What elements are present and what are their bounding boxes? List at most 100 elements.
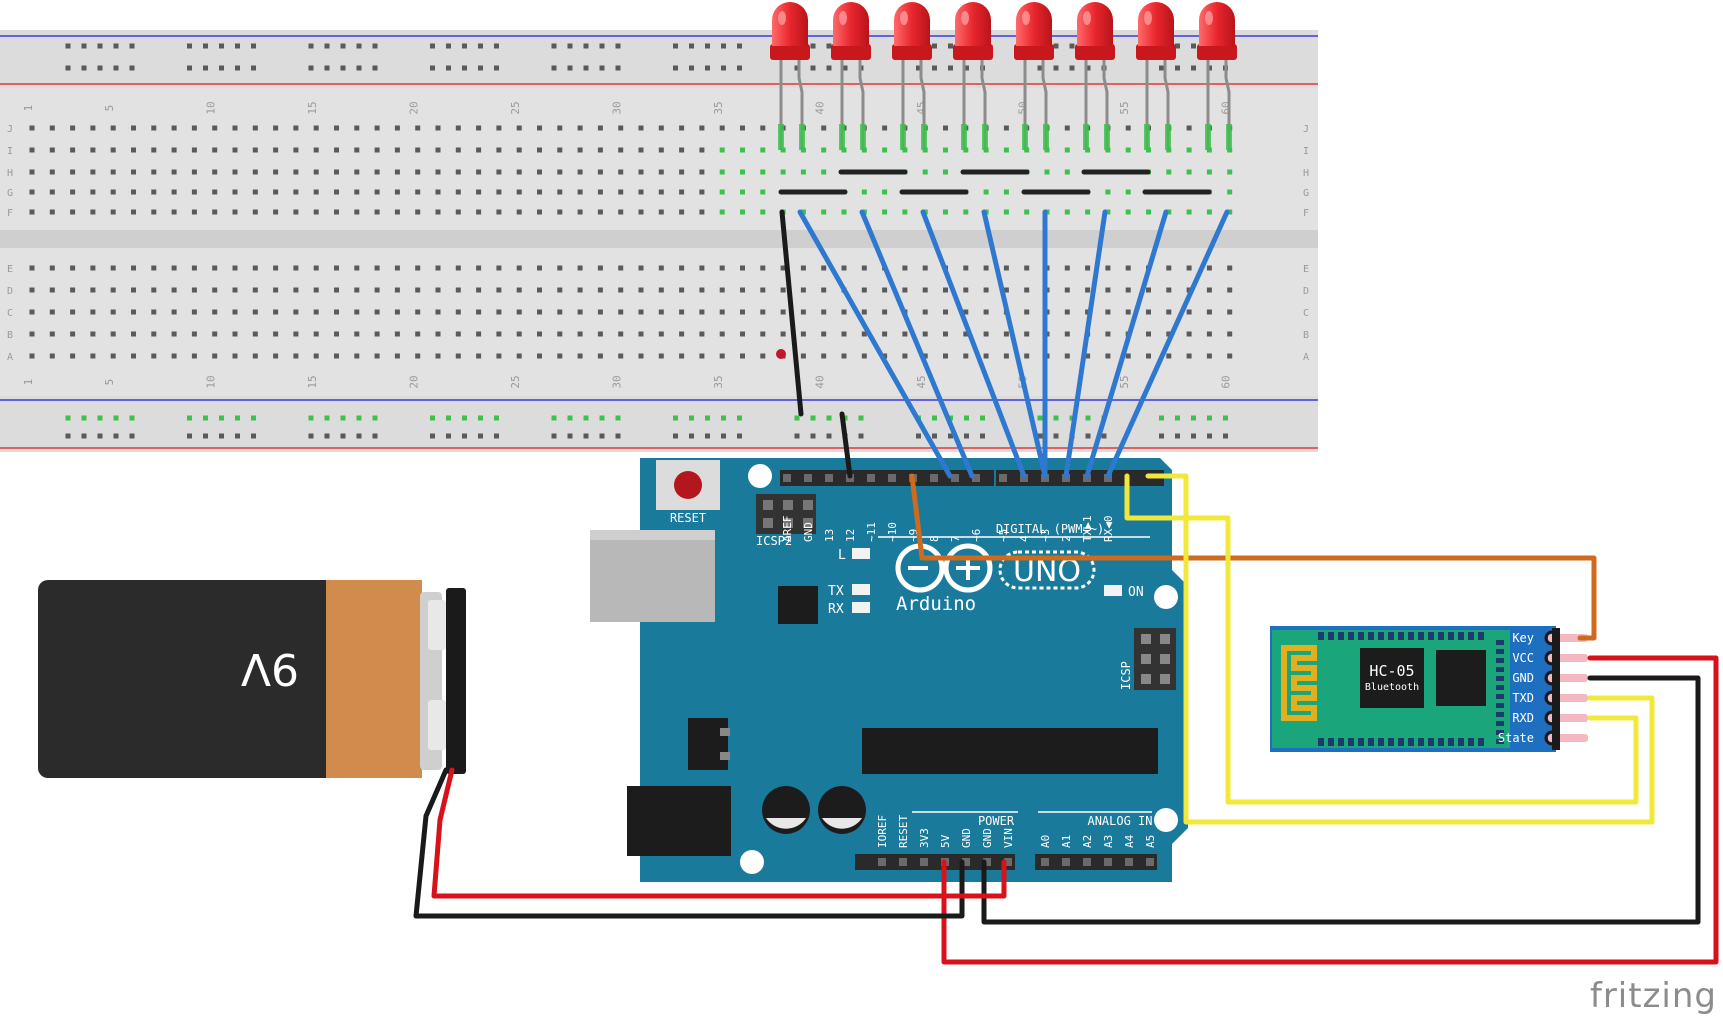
breadboard-hole — [1186, 353, 1192, 359]
module-pad — [1496, 667, 1504, 672]
breadboard-hole — [537, 331, 542, 337]
breadboard-hole — [618, 125, 624, 131]
rail-hole — [567, 415, 573, 421]
breadboard-hole — [861, 331, 867, 337]
rail-hole — [1191, 433, 1196, 439]
wire-yellow-rx — [1145, 473, 1655, 825]
breadboard-hole — [1227, 209, 1233, 215]
rail-hole — [794, 415, 800, 421]
breadboard-hole — [1125, 209, 1131, 215]
pin-socket — [1125, 858, 1133, 866]
breadboard-hole — [29, 353, 35, 359]
breadboard-hole — [313, 209, 319, 215]
breadboard-hole — [1024, 287, 1030, 293]
rail-hole — [81, 65, 87, 71]
rail-hole — [567, 43, 573, 49]
breadboard-hole — [394, 309, 400, 315]
breadboard-hole — [90, 265, 96, 271]
rail-hole — [1207, 433, 1212, 439]
rail-hole — [478, 65, 483, 71]
rail-hole — [826, 43, 832, 49]
battery-9v: 9V — [38, 580, 466, 778]
rail-hole — [430, 415, 435, 421]
breadboard-hole — [354, 189, 360, 195]
breadboard-hole — [1125, 309, 1131, 315]
rail-hole — [372, 43, 378, 49]
breadboard-hole — [131, 287, 136, 293]
breadboard-hole — [131, 169, 136, 175]
breadboard-hole — [49, 331, 55, 337]
breadboard-hole — [90, 209, 96, 215]
rail-hole — [1053, 433, 1059, 439]
breadboard-hole — [861, 309, 867, 315]
breadboard-hole — [821, 147, 827, 153]
bluetooth-pin-label: VCC — [1512, 651, 1534, 665]
breadboard-hole — [435, 331, 441, 337]
rail-hole — [446, 415, 451, 421]
analog-pin-label: A4 — [1123, 834, 1136, 848]
breadboard-hole — [597, 189, 603, 195]
breadboard-hole — [699, 287, 705, 293]
pin-socket — [962, 858, 970, 866]
rail-hole — [1191, 65, 1196, 71]
power-pin-label: GND — [960, 828, 973, 848]
bluetooth-module-pads — [1318, 632, 1504, 746]
rail-hole — [737, 433, 742, 439]
breadboard-hole — [354, 353, 360, 359]
rail-hole — [858, 415, 864, 421]
module-pad — [1418, 632, 1424, 640]
digital-pin-label: 8 — [928, 535, 941, 542]
breadboard-row-label: E — [1303, 264, 1309, 275]
rail-hole — [721, 433, 726, 439]
breadboard-hole — [882, 331, 888, 337]
module-pad — [1328, 632, 1334, 640]
rail-hole — [113, 433, 119, 439]
rail-hole — [356, 65, 362, 71]
rail-hole — [826, 415, 832, 421]
breadboard-hole — [618, 189, 624, 195]
breadboard-hole — [232, 209, 238, 215]
icsp-header — [1134, 628, 1176, 690]
bluetooth-chip — [1360, 648, 1424, 708]
breadboard-hole — [821, 125, 827, 131]
breadboard-row-label: A — [7, 352, 13, 363]
breadboard-hole — [516, 169, 522, 175]
breadboard-hole — [1064, 353, 1070, 359]
breadboard-hole — [110, 189, 116, 195]
rail-hole — [494, 433, 499, 439]
breadboard-hole — [760, 169, 766, 175]
rail-hole — [932, 415, 937, 421]
breadboard-hole — [212, 169, 218, 175]
breadboard-hole — [1227, 309, 1233, 315]
module-pad — [1408, 738, 1414, 746]
breadboard-column-label: 15 — [306, 101, 319, 114]
breadboard-hole — [1206, 331, 1212, 337]
breadboard-row-label: F — [1303, 208, 1309, 219]
breadboard-hole — [354, 287, 360, 293]
bluetooth-connector — [1552, 628, 1560, 750]
rail-hole — [932, 65, 937, 71]
breadboard-column-label: 30 — [611, 101, 624, 114]
bluetooth-pin-label: RXD — [1512, 711, 1534, 725]
breadboard-hole — [537, 309, 542, 315]
breadboard-column-label: 30 — [611, 375, 624, 388]
breadboard-hole — [435, 189, 441, 195]
breadboard-hole — [618, 331, 624, 337]
breadboard-hole — [740, 209, 745, 215]
breadboard-hole — [638, 309, 644, 315]
breadboard-hole — [374, 309, 380, 315]
breadboard-hole — [151, 125, 157, 131]
led — [953, 2, 993, 150]
breadboard-hole — [1206, 309, 1212, 315]
digital-pin-label: ~3 — [1039, 529, 1052, 542]
module-pad — [1318, 738, 1324, 746]
breadboard-hole — [334, 309, 339, 315]
module-pad — [1496, 730, 1504, 735]
rail-hole — [97, 65, 103, 71]
module-pad — [1348, 632, 1354, 640]
breadboard-column-label: 40 — [814, 375, 827, 388]
rail-hole — [810, 43, 816, 49]
icsp-label: ICSP — [1119, 661, 1133, 690]
breadboard-hole — [780, 265, 786, 271]
